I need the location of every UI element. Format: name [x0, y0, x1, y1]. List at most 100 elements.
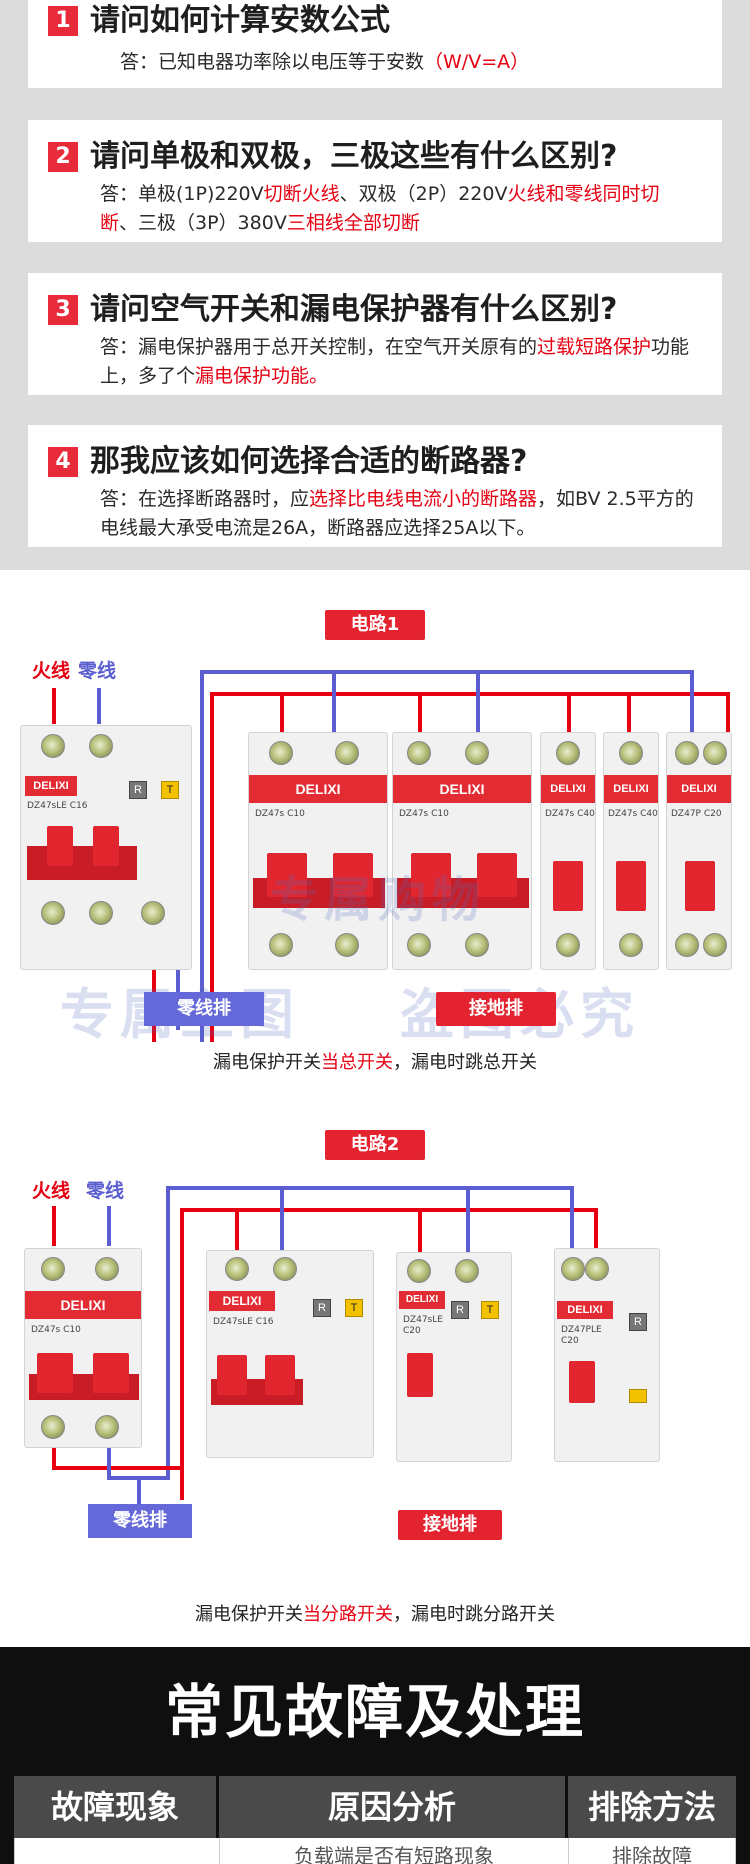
breaker-model: DZ47P C20: [671, 809, 722, 819]
rcd-branch-breaker-c16: DELIXI DZ47sLE C16 R T: [206, 1250, 374, 1458]
main-out-live: [52, 1466, 184, 1470]
faq-question-text: 请问单极和双极，三极这些有什么区别?: [90, 139, 618, 174]
live-feed-6: [726, 692, 730, 732]
breaker-model: DZ47s C10: [31, 1325, 81, 1335]
watermark-top: 专属购物: [270, 872, 487, 928]
breaker-handle: [477, 853, 517, 897]
terminal-screw: [556, 933, 580, 957]
table-header-cause: 原因分析: [219, 1776, 565, 1838]
caption-text: 漏电保护开关: [195, 1604, 303, 1625]
faq-answer-text: 、双极（2P）220V: [339, 182, 508, 205]
table-cell-fix: 排除故障: [568, 1838, 736, 1864]
neutral-wire-label: 零线: [86, 1180, 125, 1202]
breaker-brand: DELIXI: [667, 775, 731, 803]
live-bus-top: [180, 1208, 596, 1212]
breaker-handle: [93, 826, 119, 866]
neutral-feed-1: [332, 670, 336, 732]
terminal-screw: [335, 741, 359, 765]
terminal-screw: [95, 1415, 119, 1439]
faq-answer-highlight: 火线和零线同时切断: [100, 182, 660, 234]
breaker-model: DZ47PLE C20: [561, 1325, 602, 1346]
faq-number-badge: 2: [48, 141, 78, 172]
live-feed-2: [418, 692, 422, 732]
breaker-handle: [685, 861, 715, 911]
terminal-screw: [89, 734, 113, 758]
reset-button: R: [129, 781, 147, 799]
faq-card-2: 2 请问单极和双极，三极这些有什么区别? 答：单极(1P)220V切断火线、双极…: [28, 120, 722, 242]
neutral-feed-5: [690, 670, 694, 732]
terminal-screw: [407, 933, 431, 957]
neutral-bus-top: [166, 1186, 572, 1190]
breaker-model: DZ47s C10: [255, 809, 305, 819]
faq-question-2: 2 请问单极和双极，三极这些有什么区别?: [48, 138, 702, 176]
faq-card-1: 1 请问如何计算安数公式 答：已知电器功率除以电压等于安数（W/V=A）: [28, 0, 722, 88]
breaker-handle: [37, 1353, 73, 1393]
terminal-screw: [561, 1257, 585, 1281]
terminal-screw: [465, 741, 489, 765]
breaker-brand: DELIXI: [541, 775, 595, 803]
breaker-brand: DELIXI: [399, 1291, 445, 1309]
neutral-bar-drop: [137, 1476, 141, 1506]
live-bus-left: [210, 692, 214, 1042]
breaker-handle: [265, 1355, 295, 1395]
neutral-feed-3: [570, 1186, 574, 1252]
neutral-wire: [97, 688, 101, 724]
breaker-1p-c40: DELIXI DZ47s C40: [540, 732, 596, 970]
caption-highlight: 当总开关: [321, 1052, 393, 1073]
reset-button: R: [313, 1299, 331, 1317]
ground-bar-tag: 接地排: [436, 992, 556, 1026]
terminal-screw: [95, 1257, 119, 1281]
breaker-brand: DELIXI: [393, 775, 531, 803]
faq-number-badge: 3: [48, 294, 78, 325]
live-feed-1: [280, 692, 284, 732]
reset-button: R: [629, 1313, 647, 1331]
terminal-screw: [41, 1415, 65, 1439]
terminal-screw: [675, 741, 699, 765]
breaker-handle: [267, 853, 307, 897]
breaker-handle: [616, 861, 646, 911]
faq-answer-text: ，如BV 2.5平方的电线最大承受电流是26A，断路器应选择25A以下。: [100, 487, 694, 539]
breaker-brand: DELIXI: [557, 1301, 613, 1319]
faq-answer-highlight: 选择比电线电流小的断路器: [309, 487, 538, 510]
terminal-screw: [407, 1259, 431, 1283]
faq-answer-text: 答：已知电器功率除以电压等于安数: [120, 50, 425, 73]
table-header-fix: 排除方法: [568, 1776, 736, 1838]
faq-answer-highlight: 三相线全部切断: [286, 211, 420, 234]
faq-answer-text: 功能上，多了个: [100, 335, 690, 387]
faq-answer-highlight: 切断火线: [263, 182, 340, 205]
main-breaker-2p-c10: DELIXI DZ47s C10: [24, 1248, 142, 1448]
faq-answer-highlight: 过载短路保护: [537, 335, 652, 358]
breaker-brand: DELIXI: [604, 775, 658, 803]
ground-bar-tag: 接地排: [398, 1510, 502, 1540]
circuit-2-caption: 漏电保护开关当分路开关，漏电时跳分路开关: [0, 1600, 750, 1626]
faq-number-badge: 4: [48, 446, 78, 477]
table-header-symptom: 故障现象: [14, 1776, 216, 1838]
breaker-handle: [93, 1353, 129, 1393]
breaker-model: DZ47s C40: [545, 809, 595, 819]
faq-number-badge: 1: [48, 5, 78, 36]
test-button: T: [345, 1299, 363, 1317]
neutral-wire: [107, 1206, 111, 1246]
live-wire-label: 火线: [32, 660, 71, 682]
rcd-branch-breaker-c20: DELIXI DZ47sLE C20 R T: [396, 1252, 512, 1462]
terminal-screw: [703, 741, 727, 765]
caption-text: ，漏电时跳总开关: [393, 1052, 537, 1073]
live-feed-4: [627, 692, 631, 732]
breaker-brand: DELIXI: [209, 1291, 275, 1311]
terminal-screw: [269, 933, 293, 957]
terminal-screw: [407, 741, 431, 765]
faq-answer-text: 答：单极(1P)220V: [100, 182, 264, 205]
circuit-1-diagram: 电路1 火线 零线 DELIXI DZ47sLE C16 R T DELIXI …: [0, 570, 750, 1100]
fault-section-title: 常见故障及处理: [164, 1678, 585, 1746]
caption-text: 漏电保护开关: [213, 1052, 321, 1073]
faq-question-text: 请问如何计算安数公式: [90, 3, 390, 38]
breaker-handle: [333, 853, 373, 897]
breaker-brand: DELIXI: [249, 775, 387, 803]
neutral-bus-left: [200, 670, 204, 1042]
terminal-screw: [41, 734, 65, 758]
terminal-screw: [455, 1259, 479, 1283]
terminal-screw: [619, 933, 643, 957]
rcd-branch-breaker-1pn-c20: DELIXI DZ47PLE C20 R: [554, 1248, 660, 1462]
neutral-bus-top: [200, 670, 694, 674]
breaker-handle: [47, 826, 73, 866]
